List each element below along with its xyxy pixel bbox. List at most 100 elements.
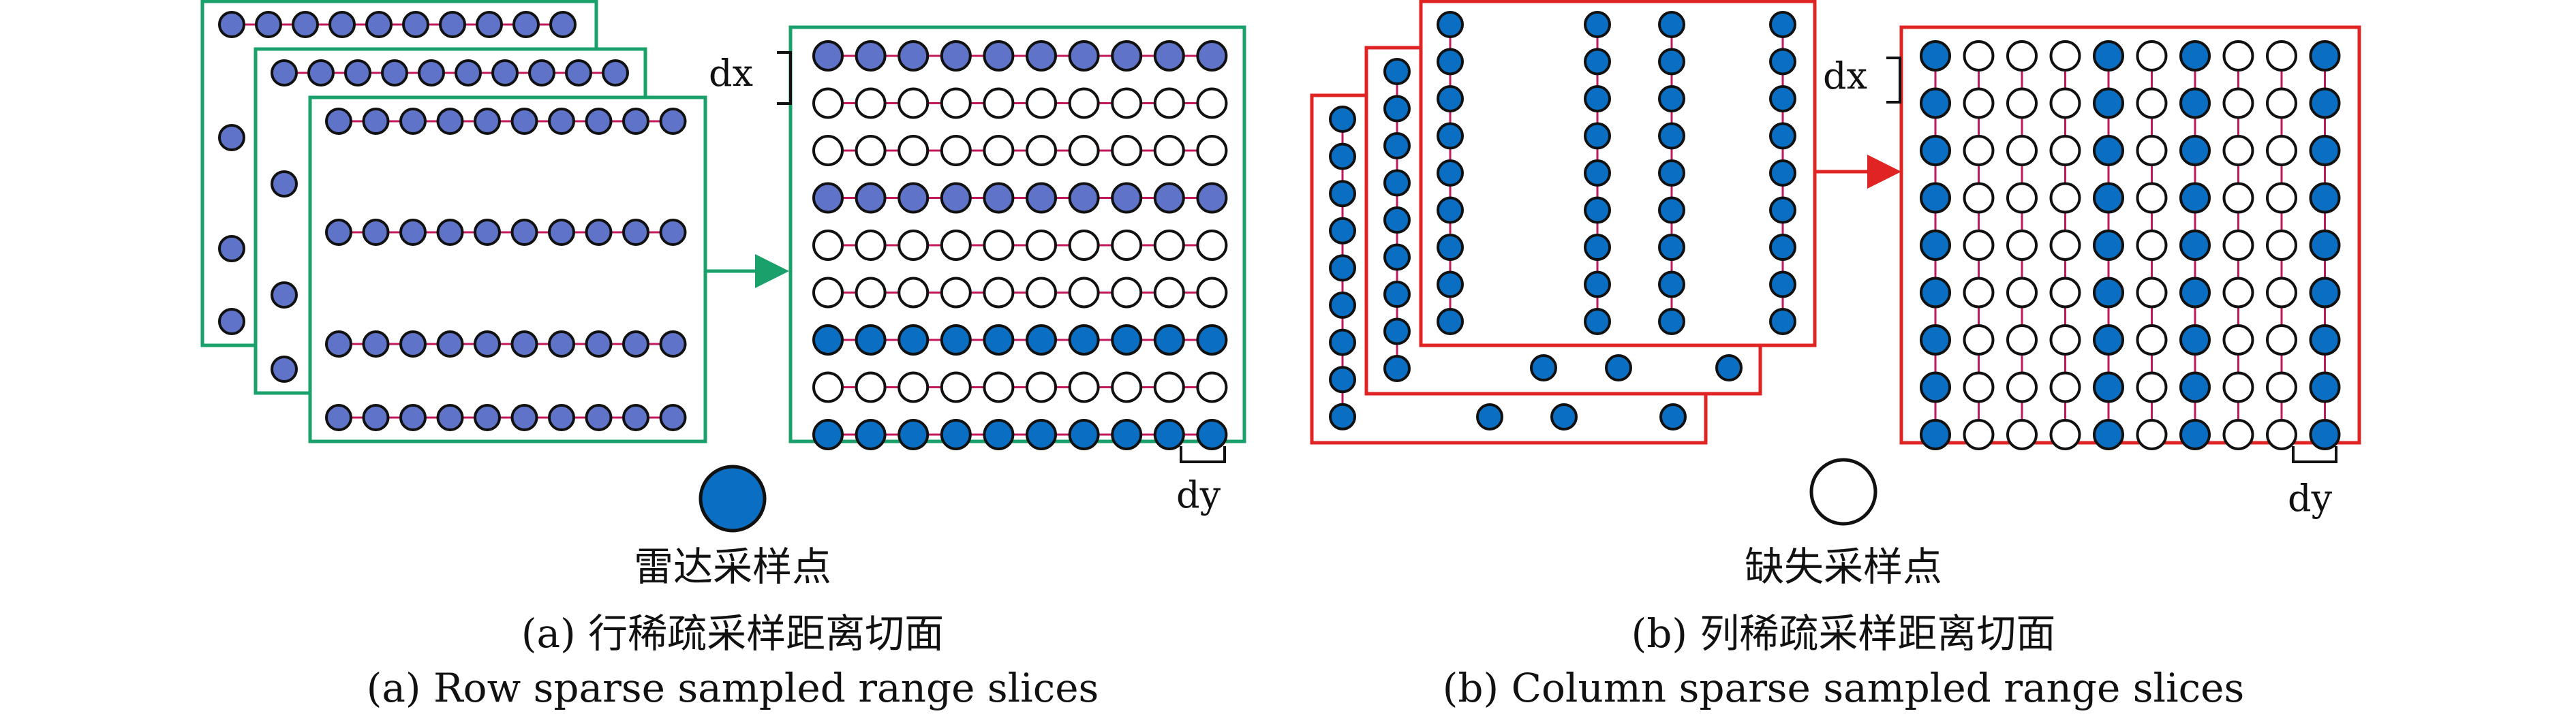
grid-b-sample bbox=[2136, 324, 2168, 356]
sheet-a3-sample bbox=[622, 219, 649, 246]
grid-a-sample bbox=[983, 277, 1015, 309]
grid-b-sample bbox=[2266, 419, 2297, 450]
sheet-a2-sample bbox=[418, 59, 445, 87]
grid-b-sample bbox=[1920, 371, 1951, 403]
sheet-a3-sample bbox=[510, 219, 538, 246]
sheet-b3-sample bbox=[1769, 234, 1796, 261]
sheet-b3-sample bbox=[1658, 159, 1685, 187]
grid-b-sample bbox=[2093, 135, 2124, 166]
sheet-a3-sample bbox=[548, 108, 575, 135]
sheet-b3-sample bbox=[1437, 122, 1464, 150]
grid-a-sample bbox=[1026, 371, 1057, 403]
grid-b-sample bbox=[2222, 87, 2254, 119]
grid-a-sample bbox=[812, 87, 844, 119]
grid-a-sample bbox=[898, 324, 930, 356]
grid-a-sample bbox=[1111, 87, 1143, 119]
grid-a-sample bbox=[812, 182, 844, 214]
sheet-b2-sample bbox=[1383, 243, 1411, 271]
grid-a-sample bbox=[940, 87, 972, 119]
grid-a-sample bbox=[1026, 182, 1057, 214]
sheet-a3-sample bbox=[325, 330, 352, 358]
sheet-b3-sample bbox=[1437, 196, 1464, 224]
missing-sample-legend-dot bbox=[1809, 458, 1877, 526]
grid-b-sample bbox=[2179, 419, 2211, 450]
grid-a-sample bbox=[1068, 324, 1100, 356]
grid-a-sample bbox=[1026, 87, 1057, 119]
sheet-b2-sample bbox=[1383, 206, 1411, 234]
grid-b-sample bbox=[2136, 371, 2168, 403]
panel-b-dx-bracket bbox=[1886, 57, 1901, 104]
sheet-b1-edge-sample bbox=[1659, 403, 1687, 431]
sheet-a2-sample bbox=[602, 59, 629, 87]
grid-b-sample bbox=[2179, 371, 2211, 403]
grid-a-sample bbox=[898, 419, 930, 450]
sheet-b3-sample bbox=[1437, 48, 1464, 76]
grid-a-sample bbox=[983, 135, 1015, 166]
panel-a-caption-en: (a) Row sparse sampled range slices bbox=[367, 665, 1099, 711]
grid-b-sample bbox=[2309, 371, 2341, 403]
grid-b-sample bbox=[1920, 182, 1951, 214]
sheet-b1-sample bbox=[1329, 366, 1356, 394]
panel-a-dx-label: dx bbox=[709, 52, 753, 95]
sheet-a3-sample bbox=[622, 108, 649, 135]
panel-b-dx-label: dx bbox=[1823, 54, 1867, 97]
grid-a-sample bbox=[812, 135, 844, 166]
grid-a-sample bbox=[1068, 230, 1100, 261]
sheet-b3-sample bbox=[1658, 196, 1685, 224]
sheet-a1-sample bbox=[476, 11, 503, 38]
grid-b-sample bbox=[2049, 371, 2081, 403]
sheet-b3-sample bbox=[1769, 48, 1796, 76]
sheet-a2-sample bbox=[491, 59, 519, 87]
sheet-a3-sample bbox=[474, 108, 501, 135]
grid-a-sample bbox=[898, 230, 930, 261]
grid-b-sample bbox=[1963, 419, 1995, 450]
sheet-a1-sample bbox=[328, 11, 356, 38]
sheet-a3-sample bbox=[362, 330, 390, 358]
missing-sample-legend-label: 缺失采样点 bbox=[1745, 544, 1942, 590]
sheet-a1-sample bbox=[292, 11, 319, 38]
sheet-b3-sample bbox=[1437, 11, 1464, 38]
grid-b-sample bbox=[2006, 324, 2038, 356]
grid-a-sample bbox=[1153, 277, 1185, 309]
sheet-a3-sample bbox=[510, 330, 538, 358]
sheet-a3-sample bbox=[436, 330, 464, 358]
sheet-b3-sample bbox=[1437, 234, 1464, 261]
sheet-b2-sample bbox=[1383, 132, 1411, 159]
sheet-a3-sample bbox=[659, 330, 687, 358]
grid-a-sample bbox=[812, 277, 844, 309]
sheet-b3-sample bbox=[1769, 11, 1796, 38]
sheet-b2-edge-sample bbox=[1605, 354, 1632, 381]
grid-a-sample bbox=[1068, 182, 1100, 214]
grid-b-sample bbox=[2136, 87, 2168, 119]
grid-a-sample bbox=[1111, 324, 1143, 356]
grid-a-sample bbox=[1196, 182, 1228, 214]
sheet-a3-sample bbox=[474, 219, 501, 246]
grid-a-sample bbox=[983, 87, 1015, 119]
sheet-b1-sample bbox=[1329, 292, 1356, 319]
grid-a-sample bbox=[812, 419, 844, 450]
grid-b-sample bbox=[2266, 277, 2297, 309]
sheet-a3-sample bbox=[399, 108, 427, 135]
grid-a-sample bbox=[983, 371, 1015, 403]
grid-a-sample bbox=[1153, 182, 1185, 214]
grid-b-sample bbox=[1963, 230, 1995, 261]
grid-b-sample bbox=[2049, 324, 2081, 356]
grid-a-sample bbox=[855, 135, 887, 166]
grid-b-sample bbox=[2093, 419, 2124, 450]
sheet-b3-sample bbox=[1584, 48, 1611, 76]
sheet-b2-sample bbox=[1383, 281, 1411, 308]
grid-b-sample bbox=[2179, 87, 2211, 119]
sheet-b3-sample bbox=[1658, 270, 1685, 298]
sheet-a3-sample bbox=[548, 404, 575, 431]
grid-b-sample bbox=[2266, 135, 2297, 166]
sheet-a2-sample bbox=[381, 59, 408, 87]
grid-b-sample bbox=[2309, 324, 2341, 356]
grid-b-sample bbox=[2266, 182, 2297, 214]
sheet-a3-sample bbox=[325, 404, 352, 431]
sheet-b3-sample bbox=[1437, 85, 1464, 112]
grid-a-sample bbox=[1026, 135, 1057, 166]
grid-b-sample bbox=[2049, 40, 2081, 72]
sheet-a3-sample bbox=[436, 219, 464, 246]
sheet-a3-sample bbox=[585, 404, 613, 431]
